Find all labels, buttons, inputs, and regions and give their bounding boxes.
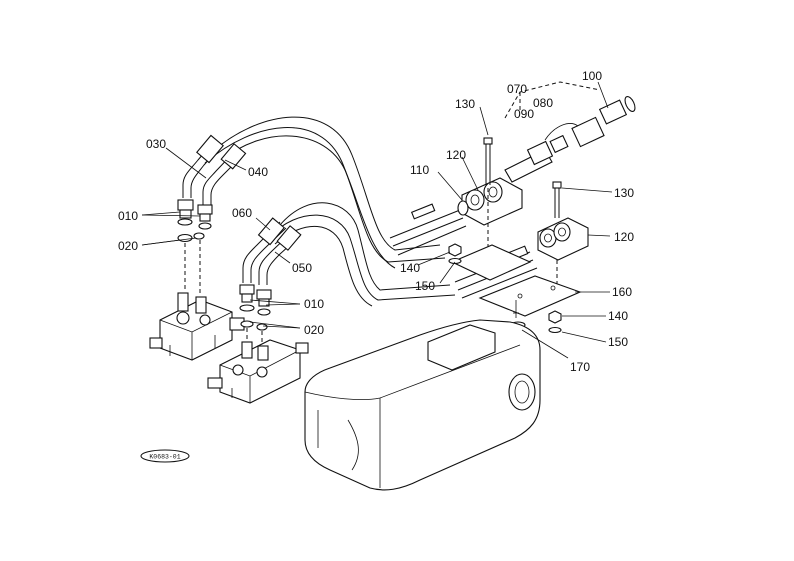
bracket-070 xyxy=(504,81,601,119)
callout-140-left: 140 xyxy=(400,261,420,275)
fittings-left-lower xyxy=(239,284,272,348)
callout-030: 030 xyxy=(146,137,166,151)
stamp-text: K0683-01 xyxy=(149,454,180,461)
bracket-plate-160 xyxy=(450,244,582,318)
callout-150-left: 150 xyxy=(415,279,435,293)
callout-020-lower: 020 xyxy=(304,323,324,337)
hose-040 xyxy=(202,143,247,205)
fuel-tank xyxy=(304,319,541,491)
hose-060 xyxy=(242,217,287,283)
callout-020-upper: 020 xyxy=(118,239,138,253)
callout-050: 050 xyxy=(292,261,312,275)
fittings-left-upper xyxy=(177,199,213,296)
callout-070: 070 xyxy=(507,82,527,96)
callout-labels: 030 040 010 020 060 050 010 020 110 120 … xyxy=(118,69,634,374)
coupler-mounts xyxy=(461,177,589,261)
callout-170: 170 xyxy=(570,360,590,374)
callout-150-right: 150 xyxy=(608,335,628,349)
callout-120-lower: 120 xyxy=(614,230,634,244)
control-valve-lower xyxy=(207,339,309,404)
hose-050 xyxy=(258,225,302,285)
callout-130-lower: 130 xyxy=(614,186,634,200)
quick-couplers xyxy=(504,96,636,183)
callout-100: 100 xyxy=(582,69,602,83)
callout-110: 110 xyxy=(410,163,429,177)
hose-030 xyxy=(182,134,224,198)
callout-040: 040 xyxy=(248,165,268,179)
callout-010-lower: 010 xyxy=(304,297,324,311)
control-valve-upper xyxy=(149,292,245,361)
callout-090: 090 xyxy=(514,107,534,121)
hose-loops xyxy=(204,116,456,307)
callout-160: 160 xyxy=(612,285,632,299)
leader-lines xyxy=(141,81,613,359)
drawing-number-stamp: K0683-01 xyxy=(140,449,190,463)
callout-010-upper: 010 xyxy=(118,209,138,223)
callout-060: 060 xyxy=(232,206,252,220)
callout-080: 080 xyxy=(533,96,553,110)
callout-130-upper: 130 xyxy=(455,97,475,111)
callout-140-right: 140 xyxy=(608,309,628,323)
callout-120-upper: 120 xyxy=(446,148,466,162)
